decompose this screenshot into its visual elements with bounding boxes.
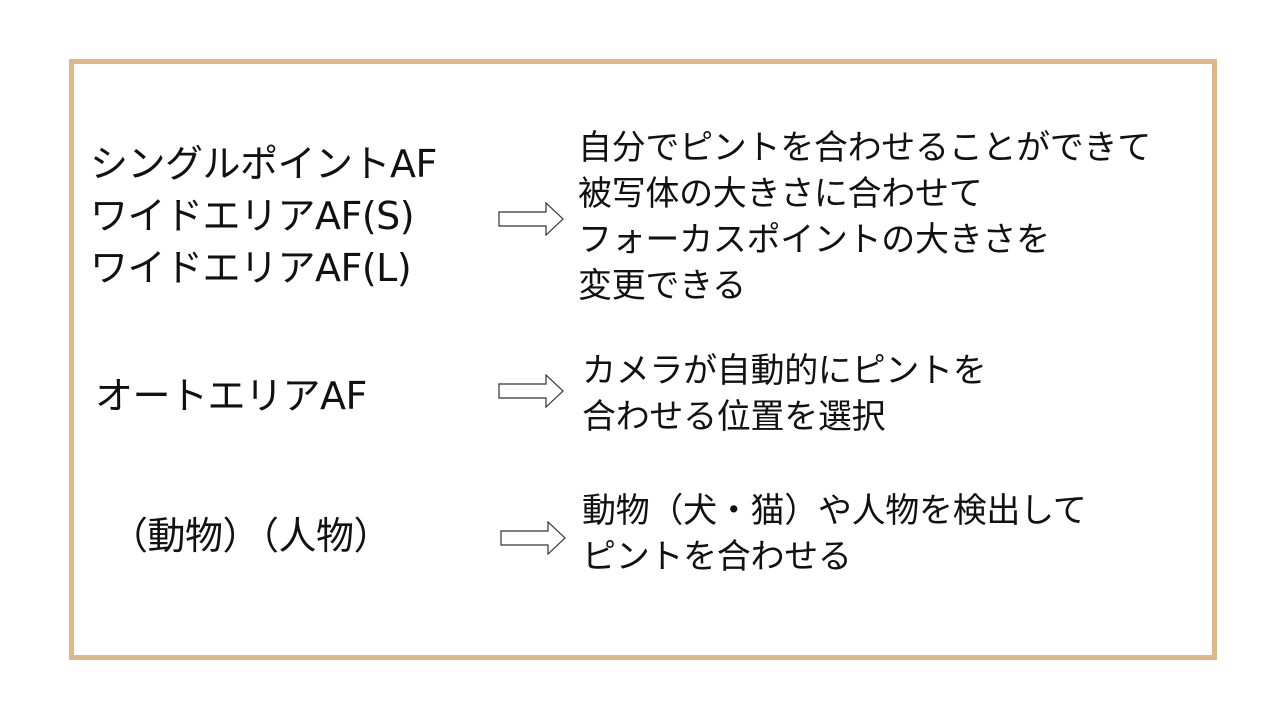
slide-frame [69, 59, 1217, 660]
af-mode-list: シングルポイントAF ワイドエリアAF(S) ワイドエリアAF(L) [90, 138, 437, 294]
right-arrow-icon [498, 374, 564, 408]
af-mode-description: 自分でピントを合わせることができて 被写体の大きさに合わせて フォーカスポイント… [578, 125, 1151, 309]
af-mode-list: オートエリアAF [95, 370, 367, 422]
af-mode-label: シングルポイントAF [90, 142, 437, 186]
af-mode-label: オートエリアAF [95, 374, 367, 418]
right-arrow-icon [498, 202, 564, 236]
af-mode-label: （動物）（人物） [110, 514, 392, 558]
af-mode-label: ワイドエリアAF(L) [90, 246, 412, 290]
description-line: 合わせる位置を選択 [582, 397, 886, 437]
af-mode-description: 動物（犬・猫）や人物を検出して ピントを合わせる [582, 488, 1087, 580]
description-line: ピントを合わせる [582, 537, 852, 577]
af-mode-description: カメラが自動的にピントを 合わせる位置を選択 [582, 348, 987, 440]
description-line: 変更できる [578, 266, 746, 306]
description-line: フォーカスポイントの大きさを [578, 220, 1050, 260]
description-line: カメラが自動的にピントを [582, 351, 987, 391]
description-line: 被写体の大きさに合わせて [578, 174, 983, 214]
af-mode-label: ワイドエリアAF(S) [90, 194, 415, 238]
af-mode-list: （動物）（人物） [110, 510, 392, 562]
description-line: 動物（犬・猫）や人物を検出して [582, 491, 1087, 531]
description-line: 自分でピントを合わせることができて [578, 128, 1151, 168]
right-arrow-icon [500, 521, 566, 555]
